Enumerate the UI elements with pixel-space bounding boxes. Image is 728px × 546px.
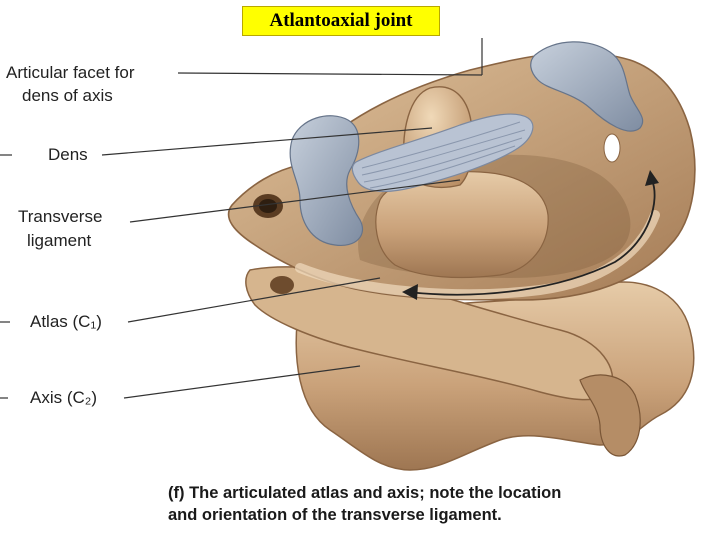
leader-dens xyxy=(101,127,433,156)
leader-transverse-ligament xyxy=(129,179,461,223)
diagram-title: Atlantoaxial joint xyxy=(242,6,440,36)
ligament-fibers xyxy=(361,121,526,189)
label-transverse-line1: Transverse xyxy=(18,207,103,226)
leader-lines xyxy=(0,38,483,399)
label-axis: Axis (C₂) xyxy=(30,388,98,407)
right-superior-facet xyxy=(530,41,644,132)
leader-atlas xyxy=(127,277,381,323)
rotation-arrowhead-left xyxy=(402,284,418,300)
transverse-ligament xyxy=(351,113,534,192)
axis-vertebra xyxy=(245,266,695,471)
label-atlas: Atlas (C₁) xyxy=(30,312,102,331)
label-dens: Dens xyxy=(48,145,88,164)
caption-line1: (f) The articulated atlas and axis; note… xyxy=(168,484,562,502)
label-articular-facet-line2: dens of axis xyxy=(22,86,113,105)
rotation-arrowhead-right xyxy=(645,170,659,186)
leader-axis xyxy=(123,365,361,399)
leader-articular-facet xyxy=(177,72,483,76)
label-articular-facet-line1: Articular facet for xyxy=(6,63,135,82)
caption-line2: and orientation of the transverse ligame… xyxy=(168,506,502,524)
rotation-arrow xyxy=(407,179,656,296)
label-transverse-line2: ligament xyxy=(27,231,92,250)
figure-caption: (f) The articulated atlas and axis; note… xyxy=(168,482,708,526)
